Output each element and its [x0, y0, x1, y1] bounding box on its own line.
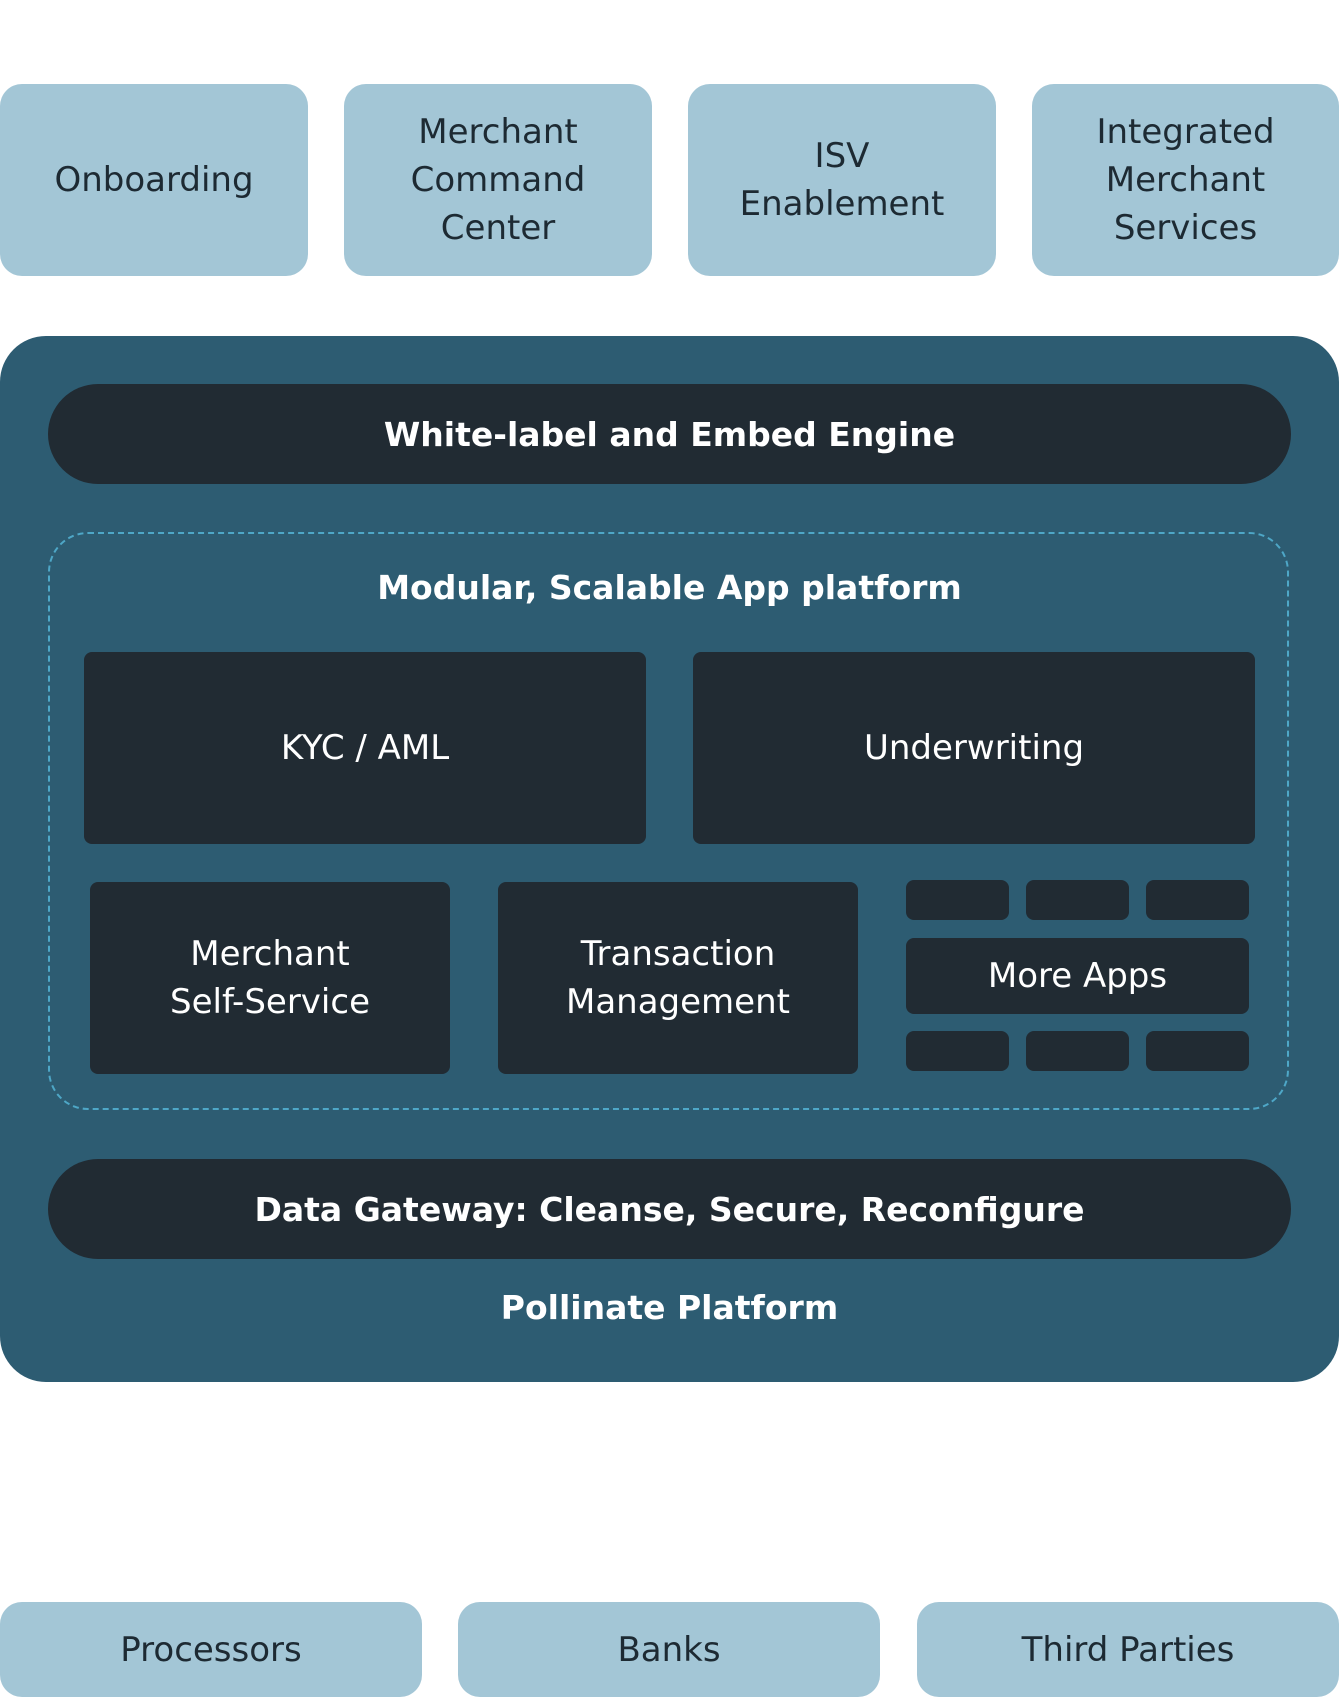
transaction-management-box: Transaction Management: [498, 882, 858, 1074]
underwriting-label: Underwriting: [863, 728, 1085, 768]
banks-label: Banks: [617, 1629, 721, 1670]
app-platform-title: Modular, Scalable App platform: [377, 568, 962, 607]
third-parties-label: Third Parties: [1021, 1629, 1235, 1670]
onboarding-box: Onboarding: [0, 84, 308, 276]
app-chip: [906, 880, 1009, 920]
kyc-aml-box: KYC / AML: [84, 652, 646, 844]
isv-enablement-box: ISV Enablement: [688, 84, 996, 276]
processors-box: Processors: [0, 1602, 422, 1697]
isv-enablement-label: ISV Enablement: [739, 136, 945, 224]
third-parties-box: Third Parties: [917, 1602, 1339, 1697]
merchant-command-center-label: Merchant Command Center: [410, 112, 586, 248]
merchant-command-center-box: Merchant Command Center: [344, 84, 652, 276]
more-apps-box: More Apps: [906, 938, 1249, 1014]
data-gateway-bar: Data Gateway: Cleanse, Secure, Reconfigu…: [48, 1159, 1291, 1259]
merchant-self-service-label: Merchant Self-Service: [170, 934, 370, 1022]
app-chip: [1026, 880, 1129, 920]
underwriting-box: Underwriting: [693, 652, 1255, 844]
integrated-merchant-services-box: Integrated Merchant Services: [1032, 84, 1339, 276]
banks-box: Banks: [458, 1602, 880, 1697]
app-chip: [906, 1031, 1009, 1071]
app-chip: [1146, 1031, 1249, 1071]
embed-engine-label: White-label and Embed Engine: [383, 414, 956, 454]
data-gateway-label: Data Gateway: Cleanse, Secure, Reconfigu…: [254, 1189, 1085, 1229]
app-platform-region: [48, 532, 1289, 1110]
processors-label: Processors: [120, 1629, 302, 1670]
platform-name: Pollinate Platform: [500, 1288, 839, 1327]
merchant-self-service-box: Merchant Self-Service: [90, 882, 450, 1074]
transaction-management-label: Transaction Management: [566, 934, 790, 1022]
integrated-merchant-services-label: Integrated Merchant Services: [1096, 112, 1275, 248]
kyc-aml-label: KYC / AML: [280, 728, 450, 768]
app-chip: [1146, 880, 1249, 920]
onboarding-label: Onboarding: [54, 160, 254, 200]
app-chip: [1026, 1031, 1129, 1071]
embed-engine-bar: White-label and Embed Engine: [48, 384, 1291, 484]
more-apps-label: More Apps: [987, 956, 1168, 996]
